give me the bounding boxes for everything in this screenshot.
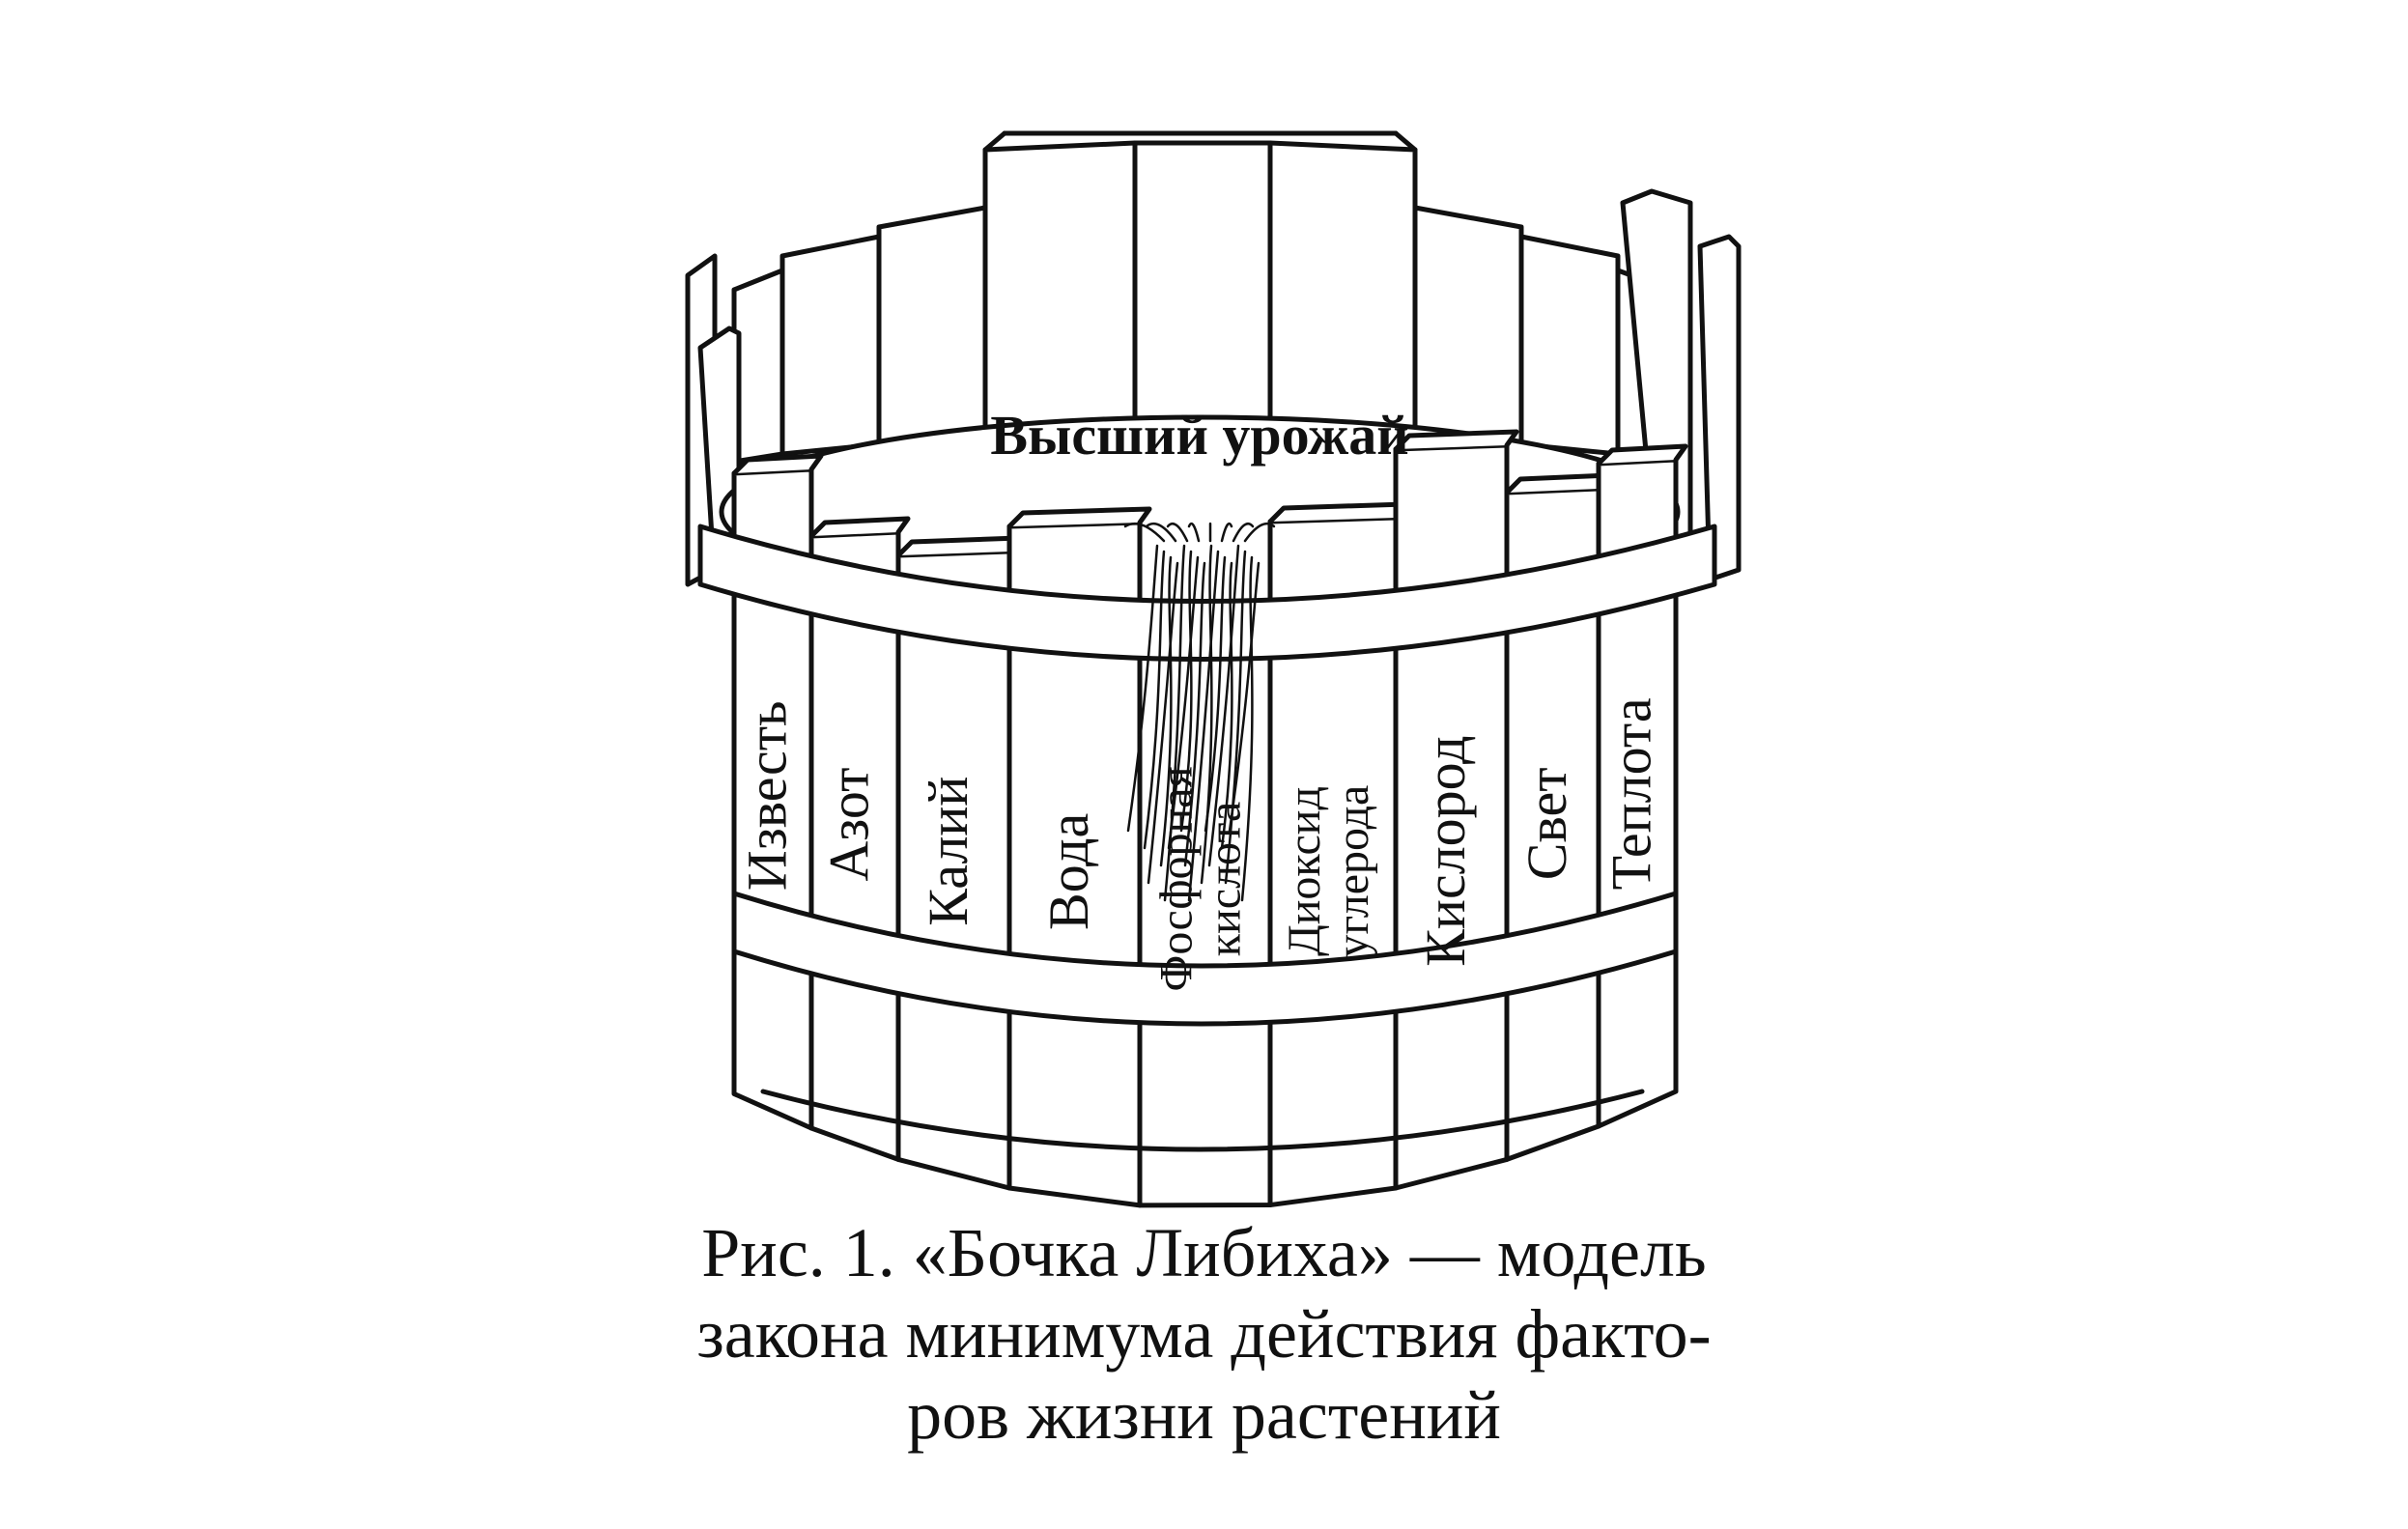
water-splash-1 xyxy=(1123,522,1166,543)
stave-2-top xyxy=(808,516,911,539)
stave-label-8: Свет xyxy=(1516,767,1578,880)
water-stream-4 xyxy=(1147,561,1179,885)
water-stream-15 xyxy=(1240,555,1254,902)
stave-label-5-line-2: кислота xyxy=(1200,802,1251,957)
stave-label-1: Известь xyxy=(735,700,798,891)
water-stream-11 xyxy=(1204,555,1227,833)
water-stream-7 xyxy=(1167,555,1200,850)
stave-label-5-line-1: Фосфорная xyxy=(1150,766,1202,991)
water-stream-16 xyxy=(1228,561,1261,833)
stave-label-6-line-2: углерода xyxy=(1327,785,1378,958)
water-splash-2 xyxy=(1145,522,1177,543)
water-stream-3 xyxy=(1159,555,1173,867)
water-splash-3 xyxy=(1166,522,1189,543)
caption-line-1: Рис. 1. «Бочка Либиха» — модель xyxy=(701,1214,1707,1291)
upper-hoop xyxy=(697,524,1717,662)
water-splash-7 xyxy=(1232,522,1255,543)
figure-caption: Рис. 1. «Бочка Либиха» — модель закона м… xyxy=(0,1212,2408,1456)
water-stream-12 xyxy=(1220,561,1233,850)
stave-1-top xyxy=(731,453,824,476)
stave-9-top xyxy=(1596,443,1688,467)
stave-label-4: Вода xyxy=(1037,813,1100,930)
stave-label-2: Азот xyxy=(817,768,880,882)
water-stream-10 xyxy=(1187,550,1220,902)
water-stream-1 xyxy=(1126,544,1159,833)
water-stream-2 xyxy=(1143,550,1166,850)
water-overflow-icon xyxy=(1123,522,1276,902)
water-stream-13 xyxy=(1207,544,1240,867)
water-splash-8 xyxy=(1243,522,1276,543)
stave-label-9: Теплота xyxy=(1600,697,1662,890)
lower-hoop xyxy=(731,891,1679,1027)
barrel-bottom xyxy=(760,1089,1645,1152)
stave-label-3: Калий xyxy=(917,777,979,926)
water-splash-4 xyxy=(1187,522,1201,543)
water-stream-8 xyxy=(1183,561,1206,867)
top-label-highest-yield: Высший урожай xyxy=(990,404,1408,467)
caption-line-3: ров жизни растений xyxy=(907,1376,1501,1454)
water-splash-6 xyxy=(1220,522,1233,543)
water-stream-6 xyxy=(1179,550,1193,833)
caption-line-2: закона минимума действия факто- xyxy=(696,1295,1712,1373)
stave-label-6-line-1: Диоксид xyxy=(1279,786,1330,956)
stave-7-top xyxy=(1393,429,1519,452)
stave-4-top xyxy=(1006,506,1152,529)
stave-label-7: Кислород xyxy=(1414,736,1477,967)
